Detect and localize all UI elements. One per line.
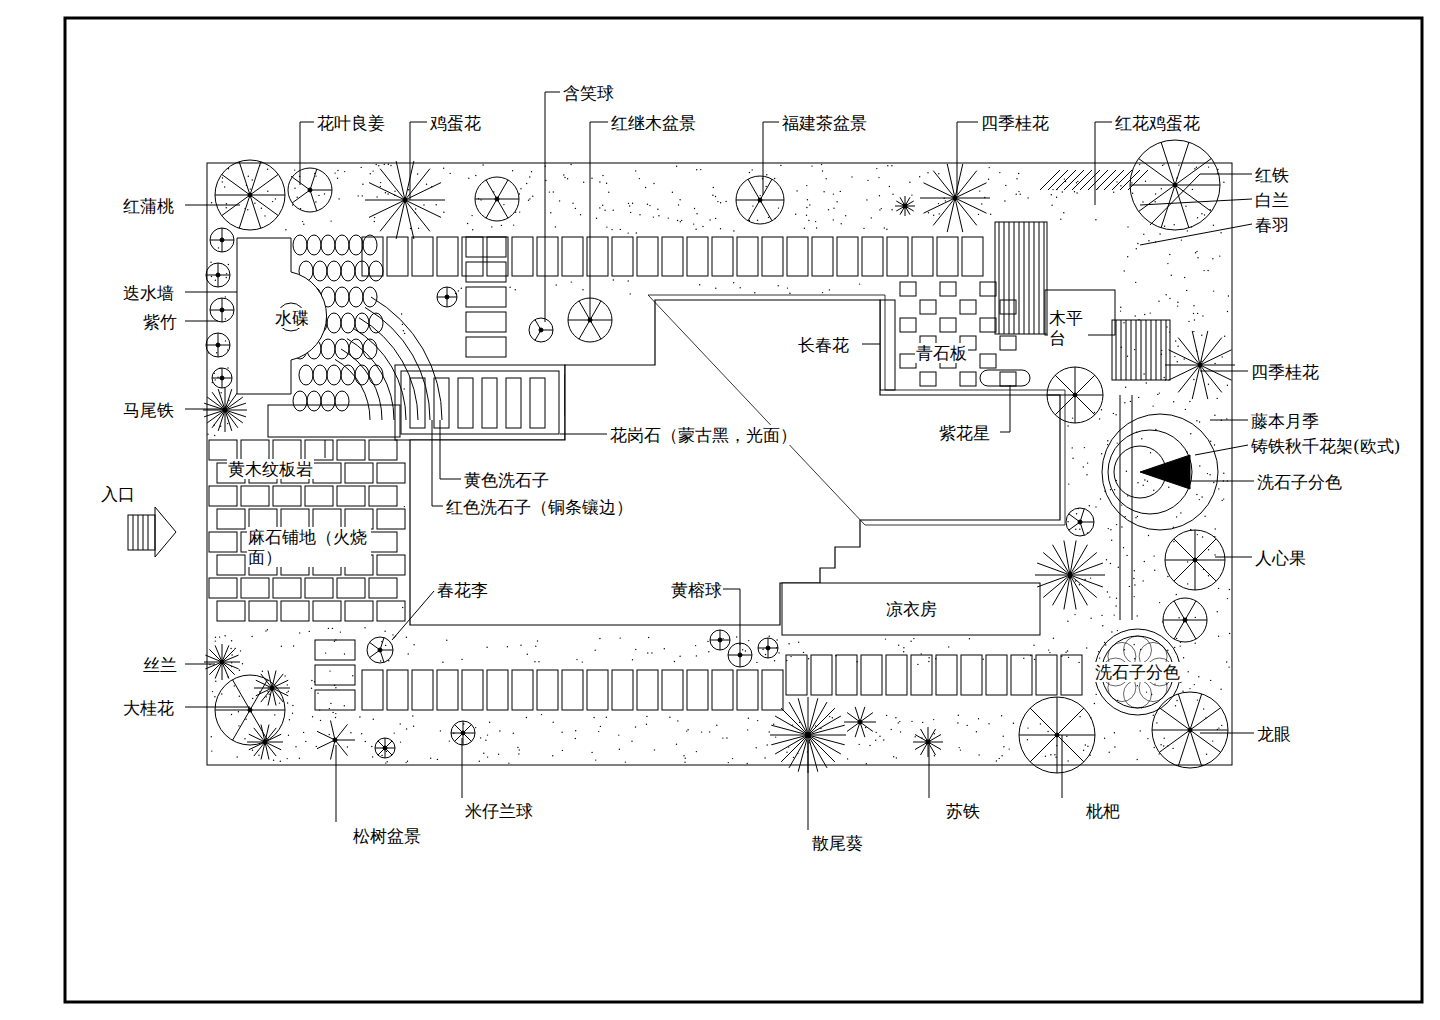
plant-label: 福建茶盆景	[781, 113, 868, 133]
plant-label: 洗石子分色	[1256, 472, 1343, 492]
plant-label: 黄榕球	[670, 580, 723, 600]
plant-label: 花叶良姜	[316, 113, 386, 133]
plant-label: 人心果	[1254, 548, 1307, 568]
plant-label: 龙眼	[1256, 724, 1292, 744]
plant-label: 红色洗石子（铜条镶边）	[445, 497, 634, 517]
plant-label: 紫竹	[142, 312, 178, 332]
plant-label: 枇杷	[1085, 801, 1121, 821]
plant-label: 红花鸡蛋花	[1114, 113, 1201, 133]
plant-label: 四季桂花	[1250, 362, 1320, 382]
plant-label: 藤本月季	[1250, 411, 1320, 431]
plant-label: 紫花星	[938, 423, 991, 443]
plant-label: 苏铁	[945, 801, 981, 821]
plant-label: 迭水墙	[122, 283, 175, 303]
plant-label: 鸡蛋花	[429, 113, 482, 133]
plant-label: 春羽	[1254, 215, 1290, 235]
area-label: 洗石子分色	[1094, 662, 1181, 682]
plant-label: 木平台	[1048, 308, 1088, 348]
area-label: 水碟	[274, 308, 310, 328]
plant-label: 红铁	[1254, 165, 1290, 185]
plant-label: 丝兰	[142, 655, 178, 675]
plant-label: 红蒲桃	[122, 196, 175, 216]
plant-label: 入口	[100, 484, 136, 504]
plant-label: 黄木纹板岩	[227, 459, 314, 479]
plant-label: 春花李	[436, 580, 489, 600]
water-dish: 水碟	[236, 237, 331, 395]
plant-label: 米仔兰球	[464, 801, 534, 821]
pebble-circle: 洗石子分色	[1089, 628, 1186, 716]
plant-label: 白兰	[1254, 190, 1290, 210]
plant-label: 含笑球	[562, 83, 615, 103]
plant-label: 青石板	[915, 343, 968, 363]
plant-label: 松树盆景	[352, 826, 422, 846]
plant-label: 红继木盆景	[610, 113, 697, 133]
drying-room: 凉衣房	[782, 583, 1040, 635]
plant-label: 花岗石（蒙古黑，光面）	[609, 425, 798, 445]
plant-label: 长春花	[797, 335, 850, 355]
plant-label: 散尾葵	[811, 833, 864, 853]
plant-label: 麻石铺地（火烧面）	[247, 527, 371, 567]
plant-label: 马尾铁	[122, 400, 175, 420]
area-label: 凉衣房	[885, 599, 938, 619]
plant-label: 铸铁秋千花架(欧式)	[1250, 436, 1401, 456]
plant-label: 黄色洗石子	[463, 470, 550, 490]
plant-label: 四季桂花	[980, 113, 1050, 133]
plant-label: 大桂花	[122, 698, 175, 718]
